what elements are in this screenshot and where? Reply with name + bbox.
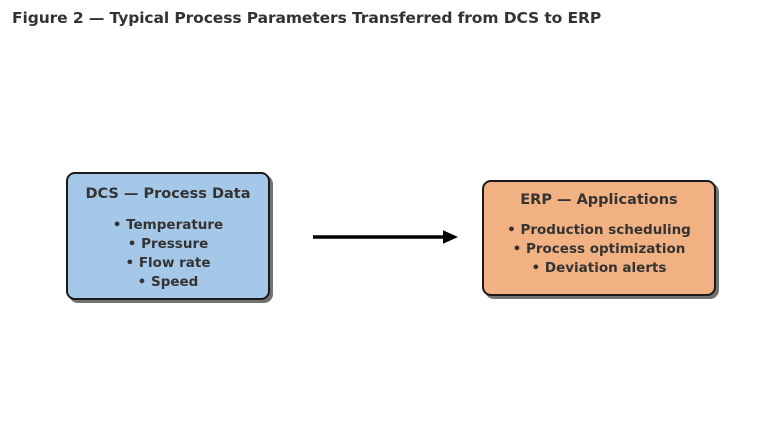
list-item: Production scheduling	[484, 221, 714, 240]
dcs-node-heading: DCS — Process Data	[85, 186, 251, 202]
dcs-parameter-list: Temperature Pressure Flow rate Speed	[68, 216, 268, 293]
erp-node-heading: ERP — Applications	[520, 192, 678, 208]
list-item: Process optimization	[484, 240, 714, 259]
erp-applications-node: ERP — Applications Production scheduling…	[482, 180, 716, 296]
list-item: Deviation alerts	[484, 259, 714, 278]
erp-application-list: Production scheduling Process optimizati…	[484, 221, 714, 278]
arrow-right-icon	[313, 230, 458, 244]
list-item: Temperature	[68, 216, 268, 235]
list-item: Pressure	[68, 235, 268, 254]
dcs-process-data-node: DCS — Process Data Temperature Pressure …	[66, 172, 270, 300]
list-item: Speed	[68, 273, 268, 292]
list-item: Flow rate	[68, 254, 268, 273]
figure-title: Figure 2 — Typical Process Parameters Tr…	[12, 9, 602, 27]
